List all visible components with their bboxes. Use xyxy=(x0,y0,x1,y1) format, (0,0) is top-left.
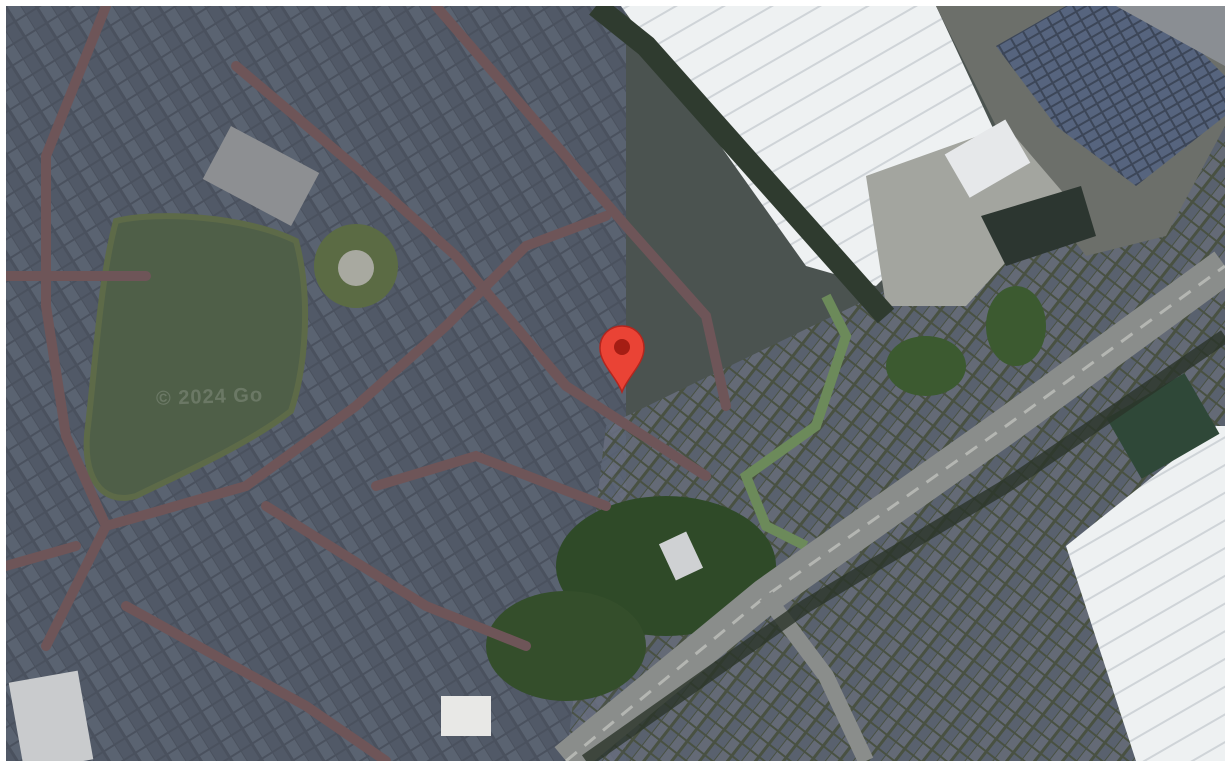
location-marker[interactable] xyxy=(596,324,648,394)
map-pin-icon xyxy=(599,325,645,394)
satellite-map[interactable]: © 2024 Go xyxy=(6,6,1225,761)
aerial-imagery xyxy=(6,6,1225,761)
